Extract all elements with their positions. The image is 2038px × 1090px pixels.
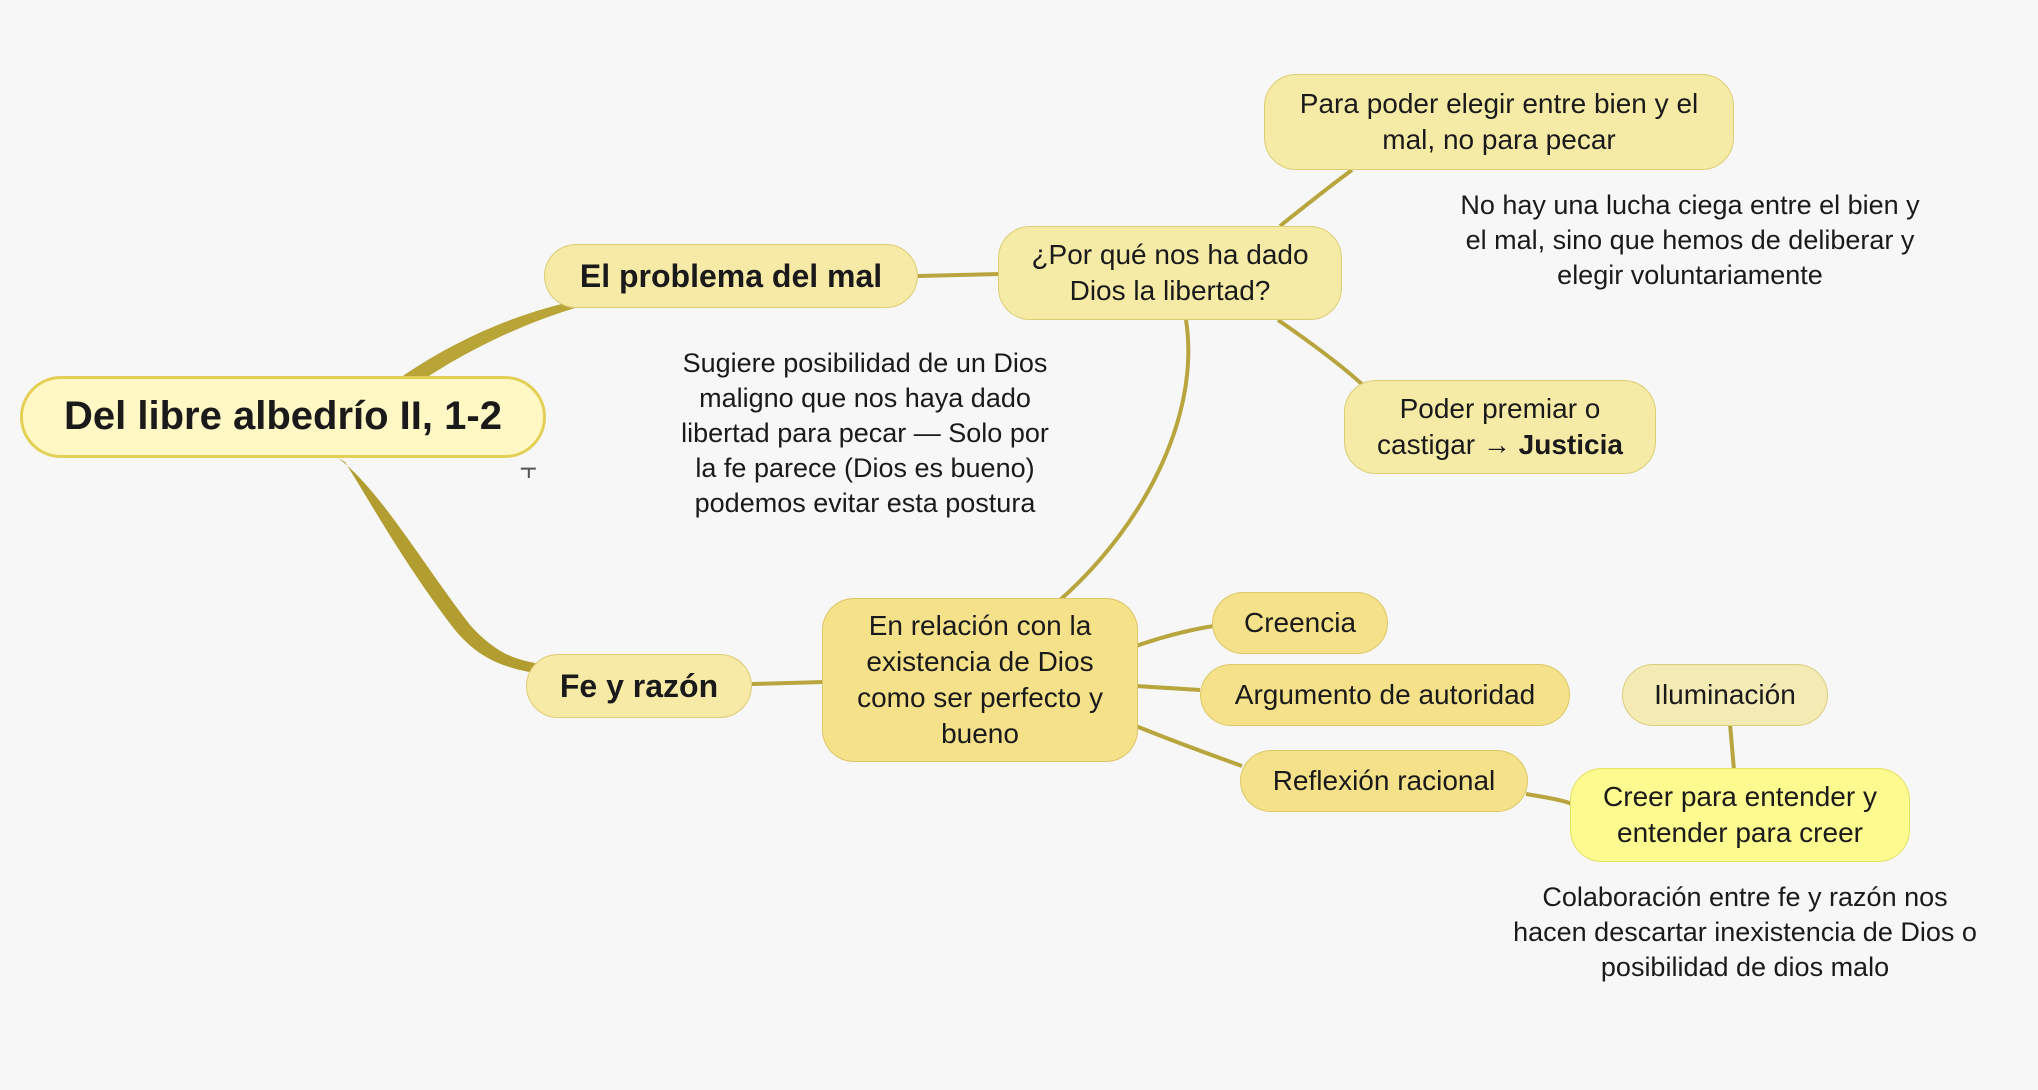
link-root-problema bbox=[400, 302, 582, 382]
note-lucha-line-3: elegir voluntariamente bbox=[1557, 260, 1823, 291]
topic-fe-y-razon-label: Fe y razón bbox=[559, 667, 719, 704]
topic-relacion-existencia[interactable]: En relación con la existencia de Dios co… bbox=[822, 598, 1138, 762]
topic-iluminacion-label: Iluminación bbox=[1654, 679, 1796, 711]
topic-fe-y-razon[interactable]: Fe y razón bbox=[526, 654, 752, 718]
topic-elegir-line-2: mal, no para pecar bbox=[1382, 124, 1616, 155]
topic-reflexion-racional[interactable]: Reflexión racional bbox=[1240, 750, 1528, 812]
note-lucha-ciega: No hay una lucha ciega entre el bien y e… bbox=[1430, 188, 1950, 293]
topic-relacion-line-4: bueno bbox=[941, 717, 1019, 749]
topic-creer-line-1: Creer para entender y bbox=[1603, 781, 1877, 813]
link-reflexion-creer bbox=[1525, 792, 1573, 806]
note-colaboracion-line-2: hacen descartar inexistencia de Dios o bbox=[1513, 917, 1977, 948]
topic-problema-del-mal-label: El problema del mal bbox=[579, 257, 883, 294]
collapse-icon[interactable]: ⫟ bbox=[520, 452, 537, 485]
topic-relacion-line-1: En relación con la bbox=[868, 610, 1092, 642]
link-relacion-reflexion bbox=[1135, 724, 1243, 768]
note-colaboracion: Colaboración entre fe y razón nos hacen … bbox=[1470, 880, 2020, 985]
link-relacion-argumento bbox=[1135, 684, 1201, 692]
link-porque-elegir bbox=[1278, 168, 1354, 228]
topic-problema-del-mal[interactable]: El problema del mal bbox=[544, 244, 918, 308]
note-maligno-line-1: Sugiere posibilidad de un Dios bbox=[682, 348, 1048, 378]
topic-iluminacion[interactable]: Iluminación bbox=[1622, 664, 1828, 726]
note-maligno-line-3: libertad para pecar — Solo por bbox=[681, 418, 1049, 449]
topic-por-que-line-1: ¿Por qué nos ha dado bbox=[1031, 239, 1309, 271]
note-maligno-line-4: la fe parece (Dios es bueno) bbox=[695, 453, 1035, 484]
topic-reflexion-label: Reflexión racional bbox=[1272, 765, 1496, 797]
root-topic[interactable]: Del libre albedrío II, 1-2 bbox=[20, 376, 546, 458]
topic-premiar-bold: Justicia bbox=[1518, 429, 1623, 460]
topic-premiar-prefix: castigar → bbox=[1377, 429, 1519, 460]
link-iluminacion-creer bbox=[1728, 723, 1736, 771]
link-problema-porque bbox=[917, 272, 1001, 278]
link-fe-relacion bbox=[751, 680, 825, 686]
topic-argumento-label: Argumento de autoridad bbox=[1234, 679, 1536, 711]
note-colaboracion-line-1: Colaboración entre fe y razón nos bbox=[1542, 882, 1948, 912]
topic-premiar-line-2: castigar → Justicia bbox=[1377, 427, 1623, 463]
note-lucha-line-1: No hay una lucha ciega entre el bien y bbox=[1460, 190, 1920, 220]
topic-elegir-line-1: Para poder elegir entre bien y el bbox=[1299, 88, 1699, 120]
note-colaboracion-line-3: posibilidad de dios malo bbox=[1600, 952, 1890, 983]
topic-relacion-line-3: como ser perfecto y bbox=[857, 682, 1103, 713]
root-topic-label: Del libre albedrío II, 1-2 bbox=[64, 394, 502, 439]
link-porque-relacion bbox=[1058, 319, 1191, 602]
topic-por-que-libertad[interactable]: ¿Por qué nos ha dado Dios la libertad? bbox=[998, 226, 1342, 320]
link-porque-premiar bbox=[1276, 318, 1366, 388]
topic-creencia[interactable]: Creencia bbox=[1212, 592, 1388, 654]
note-lucha-line-2: el mal, sino que hemos de deliberar y bbox=[1465, 225, 1915, 256]
topic-creer-entender[interactable]: Creer para entender y entender para cree… bbox=[1570, 768, 1910, 862]
note-maligno-line-2: maligno que nos haya dado bbox=[699, 383, 1031, 414]
topic-creer-line-2: entender para creer bbox=[1617, 817, 1863, 848]
note-maligno-line-5: podemos evitar esta postura bbox=[694, 488, 1036, 519]
topic-argumento-autoridad[interactable]: Argumento de autoridad bbox=[1200, 664, 1570, 726]
note-dios-maligno: Sugiere posibilidad de un Dios maligno q… bbox=[640, 346, 1090, 521]
topic-premiar-line-1: Poder premiar o bbox=[1399, 393, 1601, 425]
link-relacion-creencia bbox=[1135, 624, 1215, 648]
link-root-fe bbox=[338, 458, 545, 674]
topic-premiar-castigar[interactable]: Poder premiar o castigar → Justicia bbox=[1344, 380, 1656, 474]
topic-creencia-label: Creencia bbox=[1243, 607, 1357, 639]
topic-relacion-line-2: existencia de Dios bbox=[866, 646, 1094, 678]
topic-elegir-bien-mal[interactable]: Para poder elegir entre bien y el mal, n… bbox=[1264, 74, 1734, 170]
topic-por-que-line-2: Dios la libertad? bbox=[1069, 275, 1271, 306]
